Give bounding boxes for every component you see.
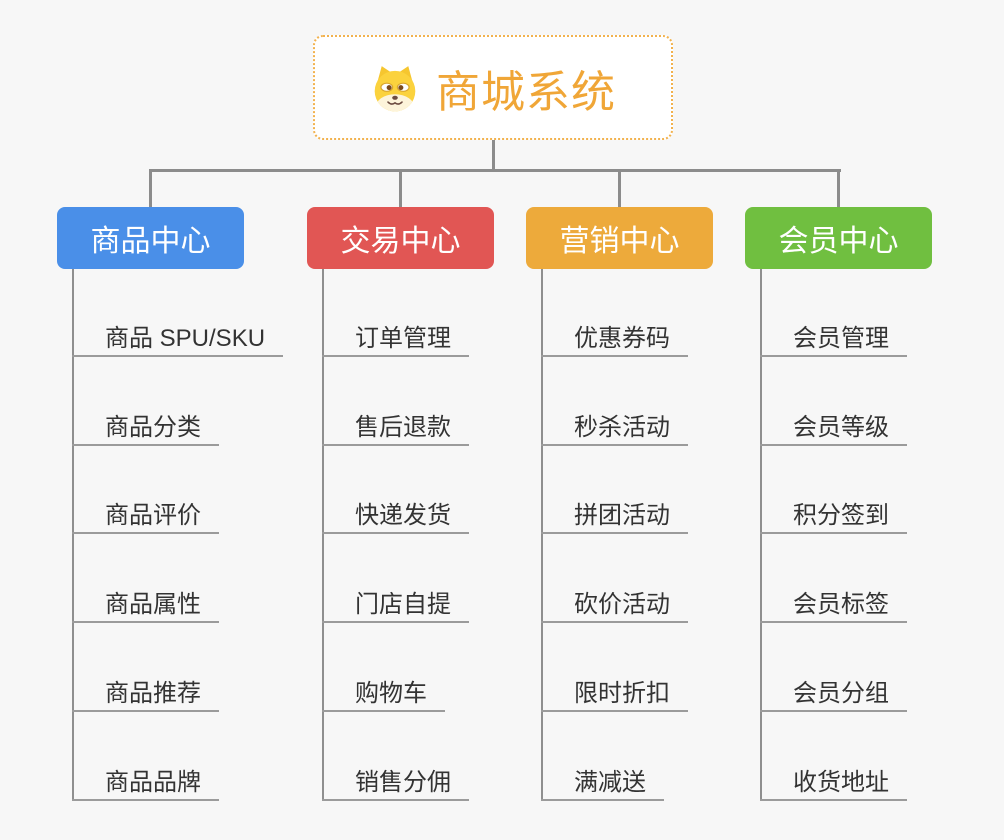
topic-node[interactable]: 商品品牌	[72, 769, 219, 801]
topic-node[interactable]: 砍价活动	[541, 591, 688, 623]
topic-node[interactable]: 会员等级	[760, 414, 907, 446]
connector-horizontal-spine	[149, 169, 841, 172]
branch-node-product-center[interactable]: 商品中心	[57, 207, 244, 269]
branch-column-trade: 交易中心 订单管理 售后退款 快递发货 门店自提 购物车 销售分佣	[307, 0, 567, 840]
topic-node[interactable]: 会员分组	[760, 680, 907, 712]
branch-node-member-center[interactable]: 会员中心	[745, 207, 932, 269]
topic-node[interactable]: 优惠券码	[541, 325, 688, 357]
topic-node[interactable]: 秒杀活动	[541, 414, 688, 446]
branch-trunk-line	[760, 269, 762, 801]
connector-drop-member	[837, 169, 840, 208]
root-node[interactable]: 商城系统	[313, 35, 673, 140]
root-title: 商城系统	[436, 67, 616, 117]
topic-node[interactable]: 商品评价	[72, 502, 219, 534]
topic-node[interactable]: 售后退款	[322, 414, 469, 446]
branch-trunk-line	[541, 269, 543, 801]
topic-node[interactable]: 商品推荐	[72, 680, 219, 712]
branch-trunk-line	[322, 269, 324, 801]
topic-node[interactable]: 门店自提	[322, 591, 469, 623]
topic-node[interactable]: 销售分佣	[322, 769, 469, 801]
branch-column-member: 会员中心 会员管理 会员等级 积分签到 会员标签 会员分组 收货地址	[745, 0, 1004, 840]
dog-face-icon	[374, 65, 416, 111]
connector-drop-product	[149, 169, 152, 208]
topic-node[interactable]: 快递发货	[322, 502, 469, 534]
topic-node[interactable]: 拼团活动	[541, 502, 688, 534]
topic-node[interactable]: 限时折扣	[541, 680, 688, 712]
topic-node[interactable]: 积分签到	[760, 502, 907, 534]
topic-node[interactable]: 订单管理	[322, 325, 469, 357]
branch-node-trade-center[interactable]: 交易中心	[307, 207, 494, 269]
connector-root-stub	[492, 140, 495, 172]
topic-node[interactable]: 商品属性	[72, 591, 219, 623]
topic-node[interactable]: 收货地址	[760, 769, 907, 801]
topic-node[interactable]: 购物车	[322, 680, 445, 712]
topic-node[interactable]: 商品 SPU/SKU	[72, 325, 284, 357]
branch-column-product: 商品中心 商品 SPU/SKU 商品分类 商品评价 商品属性 商品推荐 商品品牌	[57, 0, 317, 840]
topic-node[interactable]: 商品分类	[72, 414, 219, 446]
topic-node[interactable]: 会员管理	[760, 325, 907, 357]
topic-node[interactable]: 满减送	[541, 769, 664, 801]
branch-column-marketing: 营销中心 优惠券码 秒杀活动 拼团活动 砍价活动 限时折扣 满减送	[526, 0, 786, 840]
connector-drop-marketing	[618, 169, 621, 208]
branch-node-marketing-center[interactable]: 营销中心	[526, 207, 713, 269]
branch-trunk-line	[72, 269, 74, 801]
topic-node[interactable]: 会员标签	[760, 591, 907, 623]
connector-drop-trade	[399, 169, 402, 208]
